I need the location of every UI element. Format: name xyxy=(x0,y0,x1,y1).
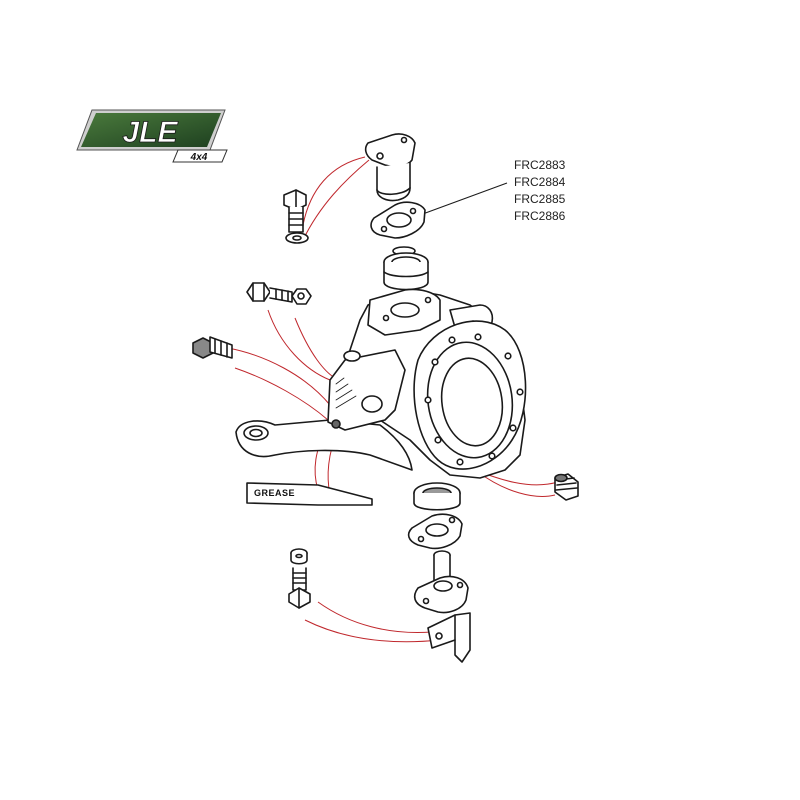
part-number-3: FRC2885 xyxy=(514,192,566,206)
lower-shim xyxy=(407,513,463,550)
shim-plate xyxy=(370,201,426,239)
lower-bolt-and-nut xyxy=(288,548,311,609)
swivel-pin-housing xyxy=(235,288,527,479)
stop-bolt-and-nut xyxy=(246,282,312,305)
part-number-leader xyxy=(419,182,508,216)
lower-bracket xyxy=(427,612,471,663)
jle-logo: JLE 4x4 xyxy=(76,109,228,163)
part-number-1: FRC2883 xyxy=(514,158,566,172)
part-number-2: FRC2884 xyxy=(514,175,566,189)
logo-text: JLE xyxy=(122,116,178,149)
plug-screw-left xyxy=(192,336,233,359)
top-bolt xyxy=(283,189,309,244)
top-bearing xyxy=(383,252,429,291)
lower-bearing xyxy=(413,482,461,511)
logo-subtext: 4x4 xyxy=(190,152,208,163)
grease-pointer xyxy=(246,482,373,506)
plug-screw-right xyxy=(554,473,579,501)
grease-label: GREASE xyxy=(254,488,296,498)
lower-swivel-pin xyxy=(413,550,469,614)
part-number-4: FRC2886 xyxy=(514,209,566,223)
top-kingpin-housing xyxy=(364,133,416,202)
